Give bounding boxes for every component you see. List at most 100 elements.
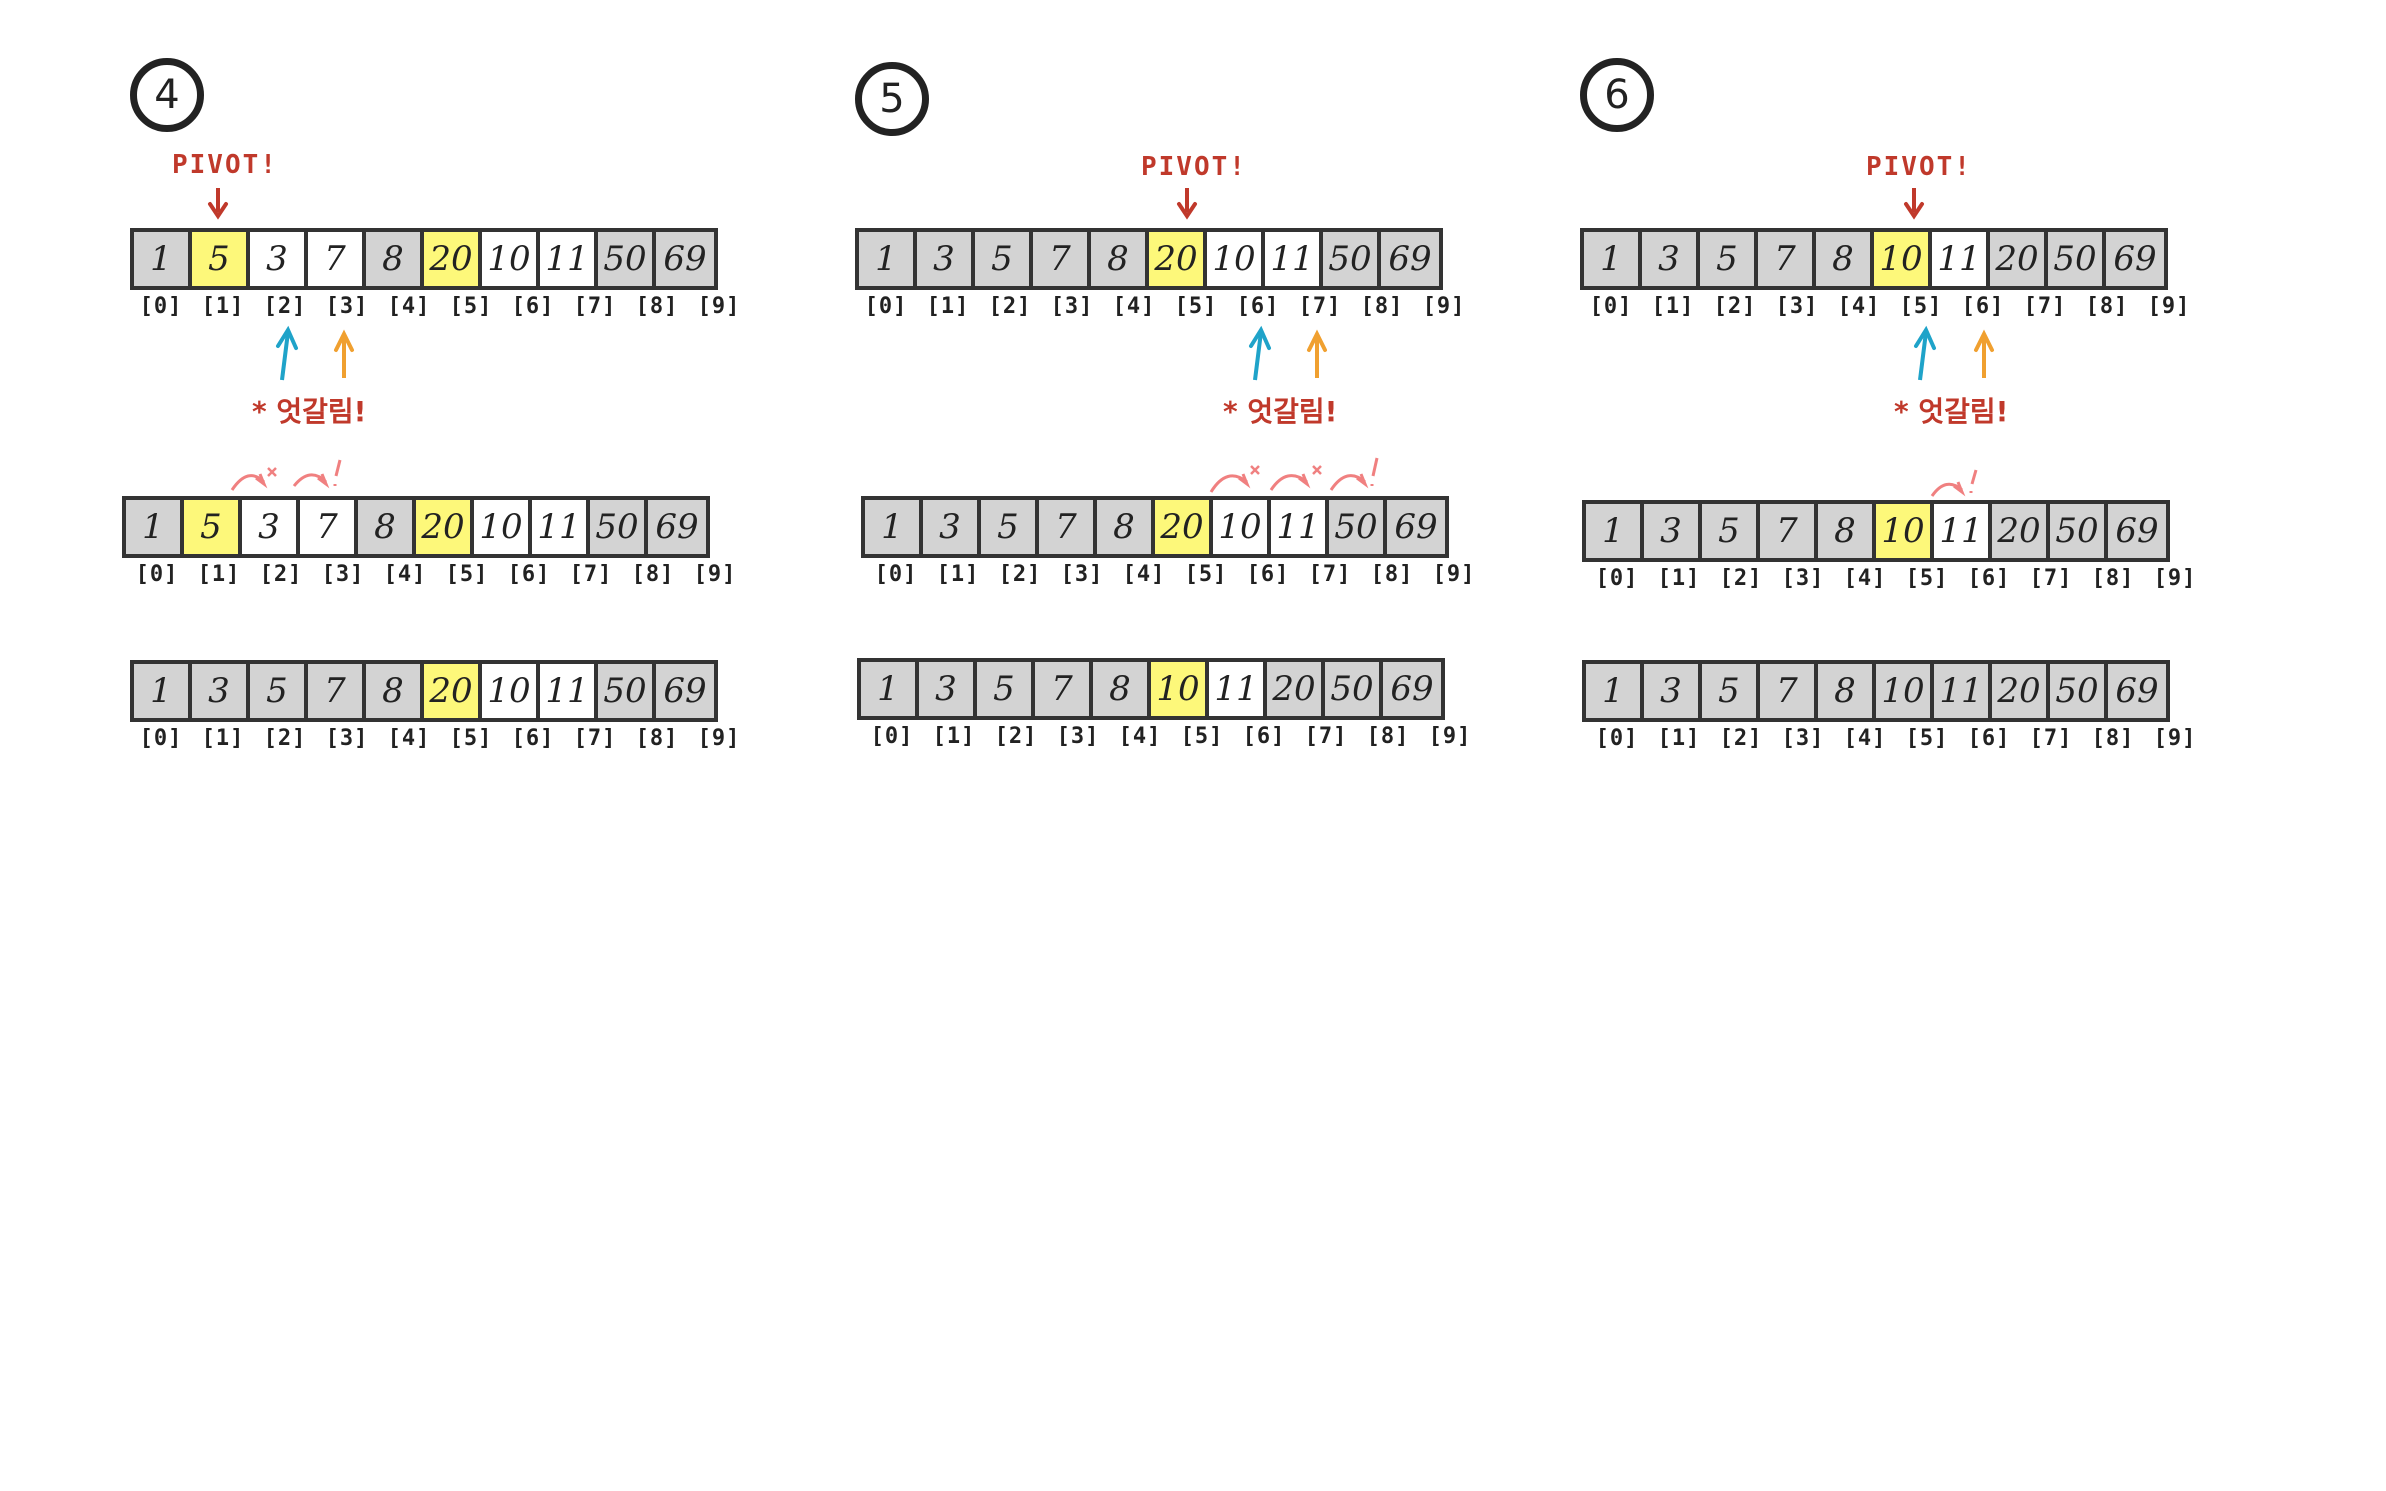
array-cell: 5 bbox=[1700, 232, 1758, 286]
array-cell: 5 bbox=[192, 232, 250, 286]
index-label: [4] bbox=[1837, 294, 1881, 319]
array-cell: 7 bbox=[1760, 664, 1818, 718]
array-cell: 1 bbox=[134, 232, 192, 286]
index-label: [0] bbox=[135, 562, 179, 587]
array-cell: 7 bbox=[308, 664, 366, 718]
index-label: [3] bbox=[1050, 294, 1094, 319]
array-cell: 5 bbox=[1702, 504, 1760, 558]
left-pointer-arrow bbox=[280, 331, 290, 381]
array-cell: 7 bbox=[1758, 232, 1816, 286]
index-label: [4] bbox=[1118, 724, 1162, 749]
index-label: [4] bbox=[387, 726, 431, 751]
pivot-label: PIVOT! bbox=[1866, 152, 1972, 182]
index-label: [0] bbox=[864, 294, 908, 319]
index-label: [3] bbox=[321, 562, 365, 587]
array-cell: 11 bbox=[532, 500, 590, 554]
array-cell: 5 bbox=[977, 662, 1035, 716]
array-cell: 3 bbox=[250, 232, 308, 286]
pointer-arrows bbox=[1177, 188, 1379, 493]
step-number-badge: 5 bbox=[855, 62, 929, 136]
index-label: [2] bbox=[259, 562, 303, 587]
index-label: [5] bbox=[1174, 294, 1218, 319]
array-cell: 10 bbox=[1876, 664, 1934, 718]
index-label: [1] bbox=[1657, 566, 1701, 591]
index-label: [0] bbox=[139, 726, 183, 751]
array-cell: 3 bbox=[1644, 664, 1702, 718]
index-label: [8] bbox=[1366, 724, 1410, 749]
index-label: [1] bbox=[201, 294, 245, 319]
left-pointer-arrow bbox=[1253, 331, 1263, 381]
index-label: [2] bbox=[263, 726, 307, 751]
array-cell: 1 bbox=[861, 662, 919, 716]
array-cell: 20 bbox=[416, 500, 474, 554]
array-cell: 11 bbox=[1265, 232, 1323, 286]
index-label: [4] bbox=[1122, 562, 1166, 587]
array-cell: 11 bbox=[1932, 232, 1990, 286]
index-label: [4] bbox=[1843, 726, 1887, 751]
index-label: [6] bbox=[507, 562, 551, 587]
index-label: [1] bbox=[932, 724, 976, 749]
array-cell: 8 bbox=[1818, 664, 1876, 718]
array-cell: 7 bbox=[1760, 504, 1818, 558]
index-row-1: [0][1][2][3][4][5][6][7][8][9] bbox=[1580, 294, 2200, 319]
array-cell: 3 bbox=[919, 662, 977, 716]
index-label: [5] bbox=[449, 294, 493, 319]
array-cell: 8 bbox=[366, 232, 424, 286]
index-label: [6] bbox=[1242, 724, 1286, 749]
index-label: [7] bbox=[2029, 726, 2073, 751]
array-cell: 20 bbox=[1992, 664, 2050, 718]
index-label: [6] bbox=[1236, 294, 1280, 319]
array-cell: 10 bbox=[1874, 232, 1932, 286]
array-cell: 69 bbox=[2108, 664, 2166, 718]
index-label: [5] bbox=[449, 726, 493, 751]
array-cell: 20 bbox=[424, 664, 482, 718]
array-cell: 69 bbox=[656, 664, 714, 718]
array-cell: 3 bbox=[1642, 232, 1700, 286]
index-row-3: [0][1][2][3][4][5][6][7][8][9] bbox=[130, 726, 750, 751]
pivot-label: PIVOT! bbox=[1141, 152, 1247, 182]
index-label: [5] bbox=[1905, 726, 1949, 751]
array-cell: 69 bbox=[648, 500, 706, 554]
index-label: [6] bbox=[511, 726, 555, 751]
array-cell: 69 bbox=[2108, 504, 2166, 558]
array-cell: 3 bbox=[917, 232, 975, 286]
array-cell: 8 bbox=[1091, 232, 1149, 286]
index-row-2: [0][1][2][3][4][5][6][7][8][9] bbox=[1586, 566, 2206, 591]
array-cell: 11 bbox=[1271, 500, 1329, 554]
array-cell: 1 bbox=[1584, 232, 1642, 286]
array-cell: 20 bbox=[1149, 232, 1207, 286]
array-cell: 3 bbox=[192, 664, 250, 718]
index-label: [6] bbox=[1961, 294, 2005, 319]
array-cell: 50 bbox=[598, 232, 656, 286]
index-label: [9] bbox=[2147, 294, 2191, 319]
array-cell: 11 bbox=[540, 664, 598, 718]
array-cell: 7 bbox=[308, 232, 366, 286]
index-label: [1] bbox=[926, 294, 970, 319]
index-label: [2] bbox=[998, 562, 1042, 587]
index-label: [5] bbox=[1899, 294, 1943, 319]
array-cell: 1 bbox=[1586, 504, 1644, 558]
index-label: [9] bbox=[693, 562, 737, 587]
array-cell: 10 bbox=[1207, 232, 1265, 286]
step-number-badge: 6 bbox=[1580, 58, 1654, 132]
step-number-badge: 4 bbox=[130, 58, 204, 132]
index-row-3: [0][1][2][3][4][5][6][7][8][9] bbox=[1586, 726, 2206, 751]
index-label: [6] bbox=[511, 294, 555, 319]
index-label: [8] bbox=[2091, 726, 2135, 751]
array-cell: 7 bbox=[1039, 500, 1097, 554]
index-label: [1] bbox=[1657, 726, 1701, 751]
index-label: [0] bbox=[1595, 726, 1639, 751]
index-label: [9] bbox=[1432, 562, 1476, 587]
index-label: [3] bbox=[1056, 724, 1100, 749]
array-cell: 3 bbox=[923, 500, 981, 554]
array-cell: 10 bbox=[1151, 662, 1209, 716]
array-cell: 10 bbox=[482, 232, 540, 286]
index-label: [7] bbox=[1298, 294, 1342, 319]
index-label: [9] bbox=[2153, 566, 2197, 591]
index-label: [2] bbox=[263, 294, 307, 319]
